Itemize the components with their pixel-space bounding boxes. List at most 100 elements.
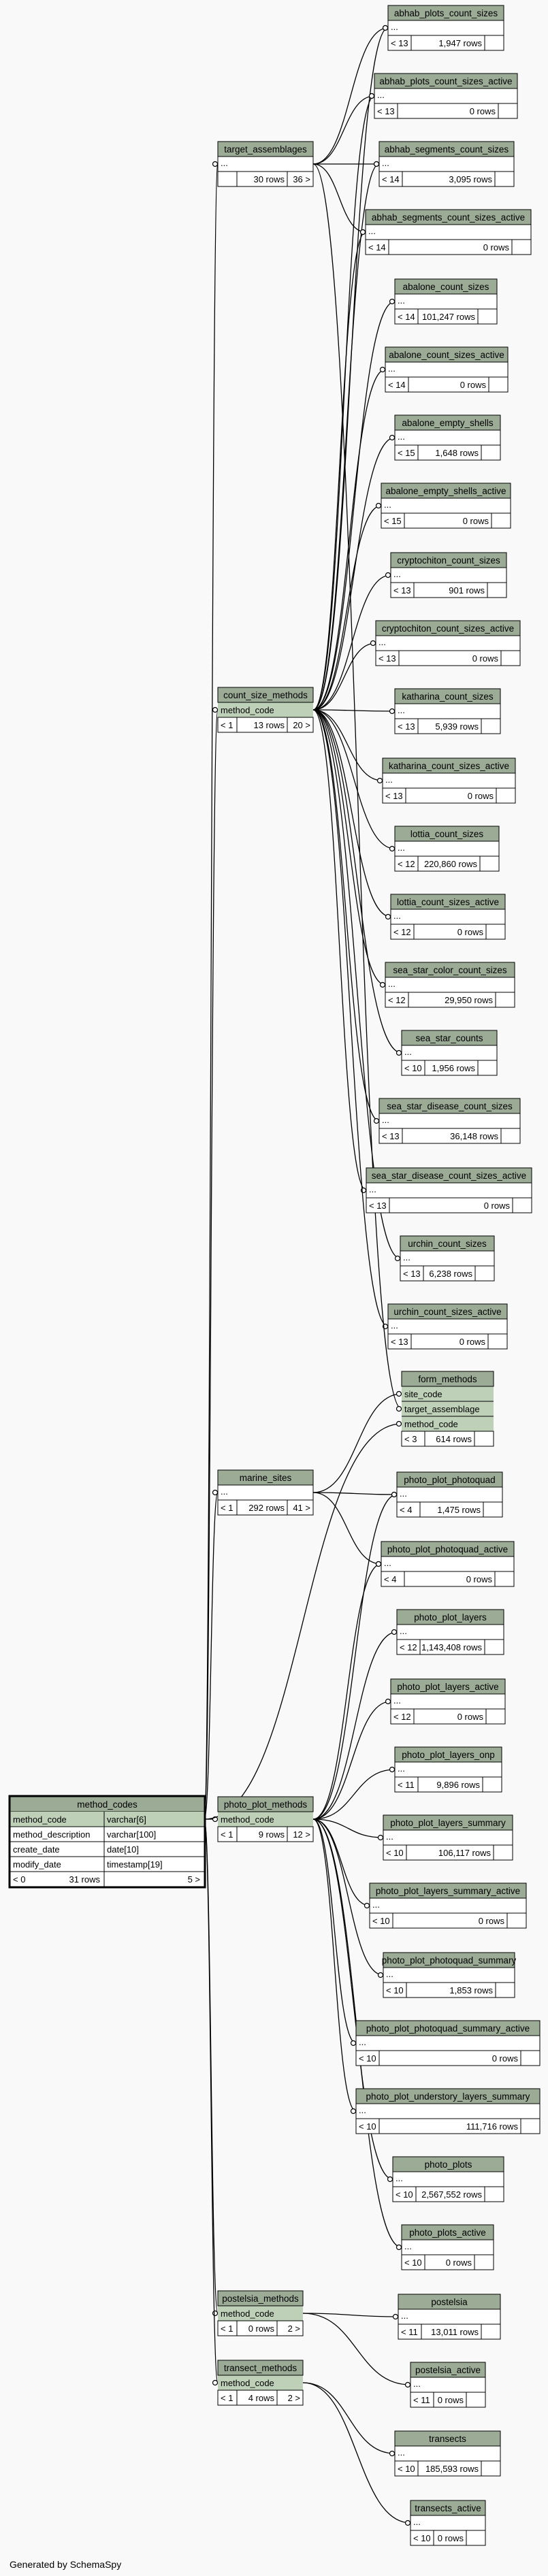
- edge-photo-plot-methods: [312, 1769, 396, 1820]
- edge-endpoint-marker: [404, 2381, 411, 2388]
- parent-count: < 14: [398, 312, 415, 322]
- parent-count: < 10: [404, 1063, 422, 1073]
- edge-photo-plot-methods: [312, 1819, 357, 2044]
- edge-count-size-methods: [312, 95, 375, 711]
- ellipsis: ...: [385, 775, 393, 785]
- table-footer: [355, 2118, 541, 2134]
- ellipsis: ...: [386, 1969, 393, 1979]
- table-footer: [392, 2186, 504, 2202]
- table-footer: [390, 1708, 506, 1725]
- edge-photo-plot-methods: [312, 1819, 357, 2112]
- edge-endpoint-marker: [387, 2176, 393, 2183]
- edge-endpoint-marker: [375, 1561, 382, 1567]
- row-count: 0 rows: [466, 1574, 493, 1584]
- key-column-row: [402, 1386, 494, 1401]
- relationship-edges: [204, 25, 411, 2526]
- table-footer: [217, 171, 314, 187]
- row-count: 1,947 rows: [438, 38, 482, 48]
- table-name: sea_star_color_count_sizes: [393, 965, 507, 975]
- row-count: 6,238 rows: [429, 1269, 472, 1279]
- edge-photo-plot-methods: [312, 1494, 398, 1820]
- row-count: 0 rows: [484, 1201, 511, 1211]
- table-form-methods[interactable]: form_methodssite_codetarget_assemblageme…: [401, 1371, 494, 1447]
- parent-count: < 15: [384, 516, 402, 526]
- column-type: varchar[100]: [107, 1829, 156, 1840]
- row-count: 1,475 rows: [437, 1505, 481, 1515]
- table-sea-star-disease-count-sizes-active[interactable]: sea_star_disease_count_sizes_active...< …: [366, 1167, 532, 1213]
- row-count: 13 rows: [253, 720, 285, 730]
- edge-endpoint-marker: [212, 2310, 219, 2317]
- edge-count-size-methods: [312, 709, 389, 1327]
- table-name: photo_plots_active: [409, 2228, 486, 2238]
- columns-placeholder-row: [217, 1484, 314, 1501]
- parent-count: < 13: [398, 721, 415, 732]
- table-name: photo_plots: [425, 2159, 472, 2170]
- columns-placeholder-row: [378, 156, 515, 172]
- ellipsis: ...: [391, 1320, 398, 1331]
- row-count: 0 rows: [472, 653, 499, 664]
- row-count: 3,095 rows: [449, 174, 492, 184]
- edge-photo-plot-methods: [312, 1701, 391, 1820]
- edge-count-size-methods: [312, 709, 402, 1054]
- parent-count: < 12: [393, 1712, 411, 1722]
- table-footer: [381, 512, 511, 529]
- parent-count: < 1: [221, 1503, 233, 1513]
- ellipsis: ...: [368, 226, 376, 236]
- table-footer: [381, 1571, 515, 1587]
- table-photo-plot-understory-layers-summary[interactable]: photo_plot_understory_layers_summary...<…: [355, 2088, 541, 2134]
- table-abhab-segments-count-sizes-active[interactable]: abhab_segments_count_sizes_active...< 14…: [365, 209, 532, 255]
- column-name: modify_date: [13, 1859, 61, 1870]
- edge-count-size-methods: [312, 231, 366, 711]
- row-count: 0 rows: [492, 2053, 519, 2064]
- row-count: 0 rows: [460, 1337, 486, 1347]
- edge-endpoint-marker: [389, 434, 396, 441]
- parent-count: < 10: [372, 1916, 390, 1926]
- columns-placeholder-row: [383, 1829, 513, 1846]
- table-footer: [385, 992, 515, 1008]
- row-count: 31 rows: [69, 1874, 100, 1885]
- edge-transect-methods: [302, 2382, 396, 2454]
- table-photo-plot-photoquad-summary-active[interactable]: photo_plot_photoquad_summary_active...< …: [355, 2020, 541, 2066]
- table-footer: [378, 1128, 521, 1144]
- edge-method-codes-to-parent: [204, 709, 219, 1820]
